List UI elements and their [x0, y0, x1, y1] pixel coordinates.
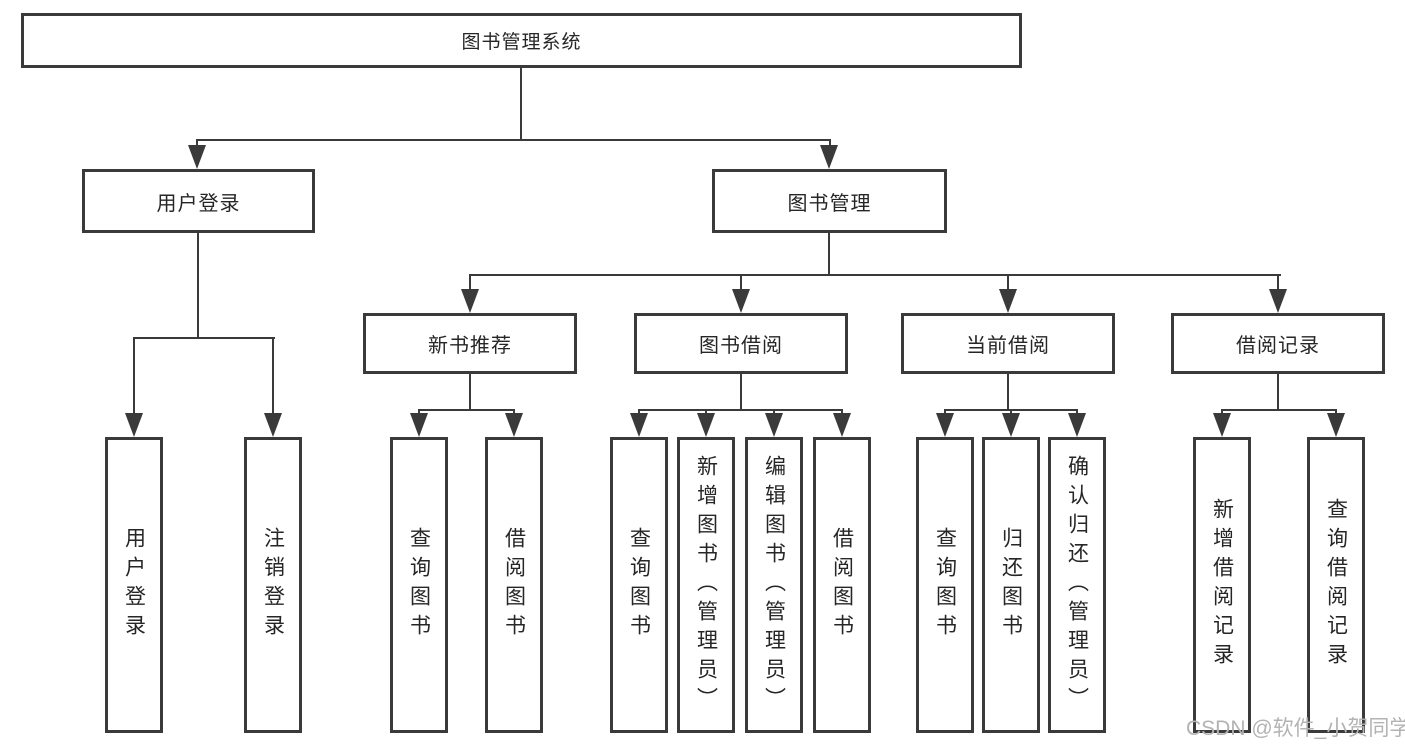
- leaf-borrow-books: 借阅图书: [813, 437, 871, 733]
- node-new-book-recommend: 新书推荐: [363, 313, 577, 374]
- leaf-confirm-return-admin: 确认归还（管理员）: [1048, 437, 1106, 733]
- connector-g2-stub-4: [841, 409, 843, 415]
- connector-stub-leaf-logout: [272, 337, 274, 415]
- arrow-down-icon: [732, 289, 750, 313]
- leaf-borrow-books-recommend: 借阅图书: [485, 437, 543, 733]
- arrow-down-icon: [630, 413, 648, 437]
- leaf-borrow-books-recommend-label: 借阅图书: [502, 527, 526, 643]
- connector-root-split: [196, 139, 831, 141]
- leaf-add-borrow-record: 新增借阅记录: [1193, 437, 1251, 733]
- arrow-down-icon: [188, 145, 206, 169]
- connector-g4-stub-2: [1335, 409, 1337, 415]
- node-book-borrow: 图书借阅: [634, 313, 848, 374]
- connector-g2-stub-3: [773, 409, 775, 415]
- connector-g4-trunk: [1277, 374, 1279, 409]
- leaf-edit-book-admin: 编辑图书（管理员）: [745, 437, 803, 733]
- leaf-query-books-borrow: 查询图书: [610, 437, 668, 733]
- leaf-add-book-admin: 新增图书（管理员）: [677, 437, 735, 733]
- connector-g1-stub-1: [418, 409, 420, 415]
- connector-stub-book-borrow: [740, 274, 742, 291]
- leaf-return-book-label: 归还图书: [999, 527, 1023, 643]
- csdn-watermark: CSDN @软件_小贺同学: [1186, 717, 1405, 740]
- arrow-down-icon: [820, 145, 838, 169]
- connector-g2-trunk: [740, 374, 742, 409]
- leaf-borrow-books-label: 借阅图书: [830, 527, 854, 643]
- arrow-down-icon: [505, 413, 523, 437]
- connector-book-mgmt-split: [469, 274, 1281, 276]
- node-borrow-records-label: 借阅记录: [1236, 335, 1320, 357]
- connector-g3-stub-3: [1076, 409, 1078, 415]
- connector-book-mgmt-trunk: [828, 233, 830, 274]
- connector-g2-stub-1: [638, 409, 640, 415]
- connector-g2-stub-2: [705, 409, 707, 415]
- node-book-management-label: 图书管理: [787, 192, 872, 215]
- connector-stub-new-book: [469, 274, 471, 291]
- leaf-return-book: 归还图书: [982, 437, 1040, 733]
- connector-g3-stub-1: [944, 409, 946, 415]
- arrow-down-icon: [125, 413, 143, 437]
- connector-g3-trunk: [1007, 374, 1009, 409]
- arrow-down-icon: [1002, 413, 1020, 437]
- connector-stub-user-login: [196, 139, 198, 149]
- leaf-edit-book-admin-label: 编辑图书（管理员）: [762, 454, 786, 716]
- leaf-query-borrow-record: 查询借阅记录: [1307, 437, 1365, 733]
- arrow-down-icon: [697, 413, 715, 437]
- arrow-down-icon: [936, 413, 954, 437]
- connector-g2-split: [638, 409, 843, 411]
- leaf-user-login-label: 用户登录: [122, 527, 146, 643]
- arrow-down-icon: [1269, 289, 1287, 313]
- connector-stub-borrow-records: [1277, 274, 1279, 291]
- node-book-borrow-label: 图书借阅: [699, 335, 783, 357]
- arrow-down-icon: [410, 413, 428, 437]
- connector-g1-stub-2: [513, 409, 515, 415]
- leaf-confirm-return-admin-label: 确认归还（管理员）: [1065, 454, 1089, 716]
- connector-g4-stub-1: [1221, 409, 1223, 415]
- node-user-login-label: 用户登录: [156, 192, 241, 215]
- arrow-down-icon: [461, 289, 479, 313]
- leaf-logout-label: 注销登录: [261, 527, 285, 643]
- connector-g3-stub-2: [1010, 409, 1012, 415]
- node-borrow-records: 借阅记录: [1171, 313, 1385, 374]
- leaf-query-books-recommend: 查询图书: [390, 437, 448, 733]
- connector-g4-split: [1221, 409, 1337, 411]
- connector-g1-trunk: [469, 374, 471, 409]
- arrow-down-icon: [999, 289, 1017, 313]
- node-current-borrow: 当前借阅: [901, 313, 1115, 374]
- leaf-query-books-current: 查询图书: [916, 437, 974, 733]
- node-library-system: 图书管理系统: [21, 13, 1022, 68]
- node-current-borrow-label: 当前借阅: [966, 335, 1050, 357]
- connector-user-login-trunk: [197, 233, 199, 337]
- connector-stub-leaf-login: [133, 337, 135, 415]
- leaf-query-books-recommend-label: 查询图书: [407, 527, 431, 643]
- connector-user-login-split: [133, 337, 275, 339]
- node-new-book-recommend-label: 新书推荐: [428, 335, 512, 357]
- connector-stub-current-borrow: [1007, 274, 1009, 291]
- leaf-logout: 注销登录: [244, 437, 302, 733]
- arrow-down-icon: [264, 413, 282, 437]
- leaf-user-login: 用户登录: [105, 437, 163, 733]
- leaf-query-books-borrow-label: 查询图书: [627, 527, 651, 643]
- arrow-down-icon: [1068, 413, 1086, 437]
- arrow-down-icon: [765, 413, 783, 437]
- arrow-down-icon: [1213, 413, 1231, 437]
- connector-stub-book-mgmt: [829, 139, 831, 149]
- arrow-down-icon: [1327, 413, 1345, 437]
- leaf-query-books-current-label: 查询图书: [933, 527, 957, 643]
- node-user-login: 用户登录: [82, 169, 315, 233]
- node-book-management: 图书管理: [712, 169, 947, 233]
- arrow-down-icon: [833, 413, 851, 437]
- leaf-add-borrow-record-label: 新增借阅记录: [1210, 498, 1234, 672]
- leaf-add-book-admin-label: 新增图书（管理员）: [694, 454, 718, 716]
- connector-g1-split: [418, 409, 515, 411]
- leaf-query-borrow-record-label: 查询借阅记录: [1324, 498, 1348, 672]
- node-library-system-label: 图书管理系统: [461, 32, 582, 53]
- connector-root-trunk: [520, 68, 522, 139]
